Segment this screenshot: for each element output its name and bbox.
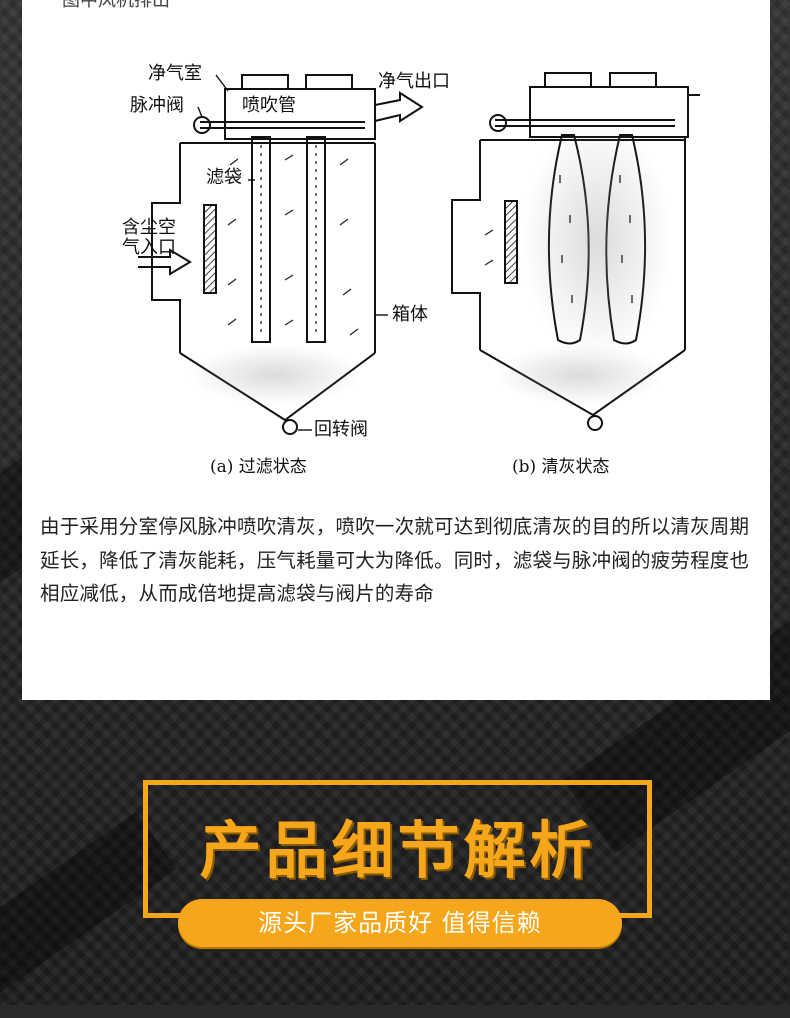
banner-title: 产品细节解析: [199, 814, 596, 887]
label-pulse-valve: 脉冲阀: [130, 95, 184, 116]
label-clean-outlet: 净气出口: [378, 71, 450, 92]
caption-a: (a) 过滤状态: [210, 457, 307, 477]
label-dusty-inlet-2: 气入口: [122, 237, 176, 258]
description-text: 由于采用分室停风脉冲喷吹清灰，喷吹一次就可达到彻底清灰的目的所以清灰周期延长，降…: [40, 515, 750, 605]
label-rotary-valve: 回转阀: [314, 419, 368, 440]
label-clean-chamber: 净气室: [148, 63, 202, 84]
banner-subtitle: 源头厂家品质好 值得信赖: [258, 909, 542, 937]
label-dusty-inlet-1: 含尘空: [122, 217, 176, 238]
dust-collector-diagram: 净气室 脉冲阀 喷吹管 净气出口 滤袋 含尘空 气入口 箱体 回转阀 (a) 过…: [100, 55, 700, 485]
banner-pill: [178, 899, 622, 947]
clipped-top-text: 图中风机排出: [62, 0, 170, 11]
label-blow-pipe: 喷吹管: [242, 95, 296, 116]
diagram-svg: 净气室 脉冲阀 喷吹管 净气出口 滤袋 含尘空 气入口 箱体 回转阀 (a) 过…: [122, 63, 700, 477]
label-box: 箱体: [392, 304, 428, 325]
label-filter-bag: 滤袋: [206, 167, 242, 188]
content-card: 图中风机排出: [22, 0, 770, 700]
caption-b: (b) 清灰状态: [512, 457, 610, 477]
